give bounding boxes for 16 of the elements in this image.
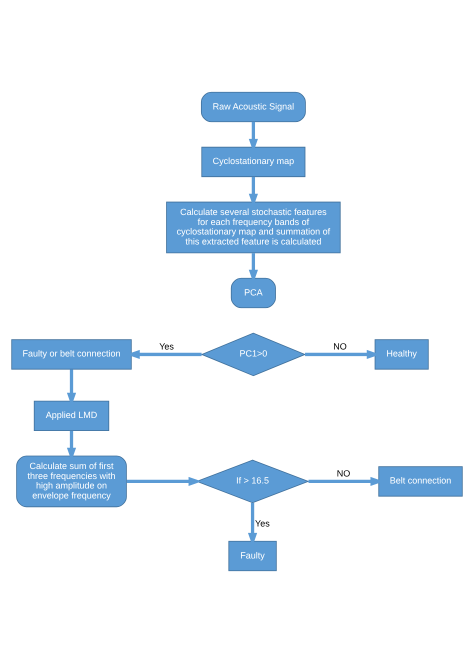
edge-label: Yes [255,518,270,528]
edge-label: NO [336,468,350,478]
node-box: Calculate several stochastic features for each frequency bands of cyclostationary map and summation of this extracted feature is calculated [166,201,341,253]
arrow [126,476,202,486]
node-box: Cyclostationary map [201,146,306,177]
node-box: Calculate sum of first three frequencies with high amplitude on envelope frequency [16,455,127,507]
node-box: Belt connection [378,466,463,496]
node-box: Healthy [374,338,429,370]
node-box: PCA [230,277,276,308]
node-box: Faulty [228,540,277,571]
node-box: Raw Acoustic Signal [200,91,306,122]
node-box: Applied LMD [34,400,110,431]
edge-label: Yes [159,340,174,351]
node-box: Faulty or belt connection [11,338,132,370]
edge-label: NO [333,340,347,351]
node-diamond: PC1>0 [200,332,306,376]
